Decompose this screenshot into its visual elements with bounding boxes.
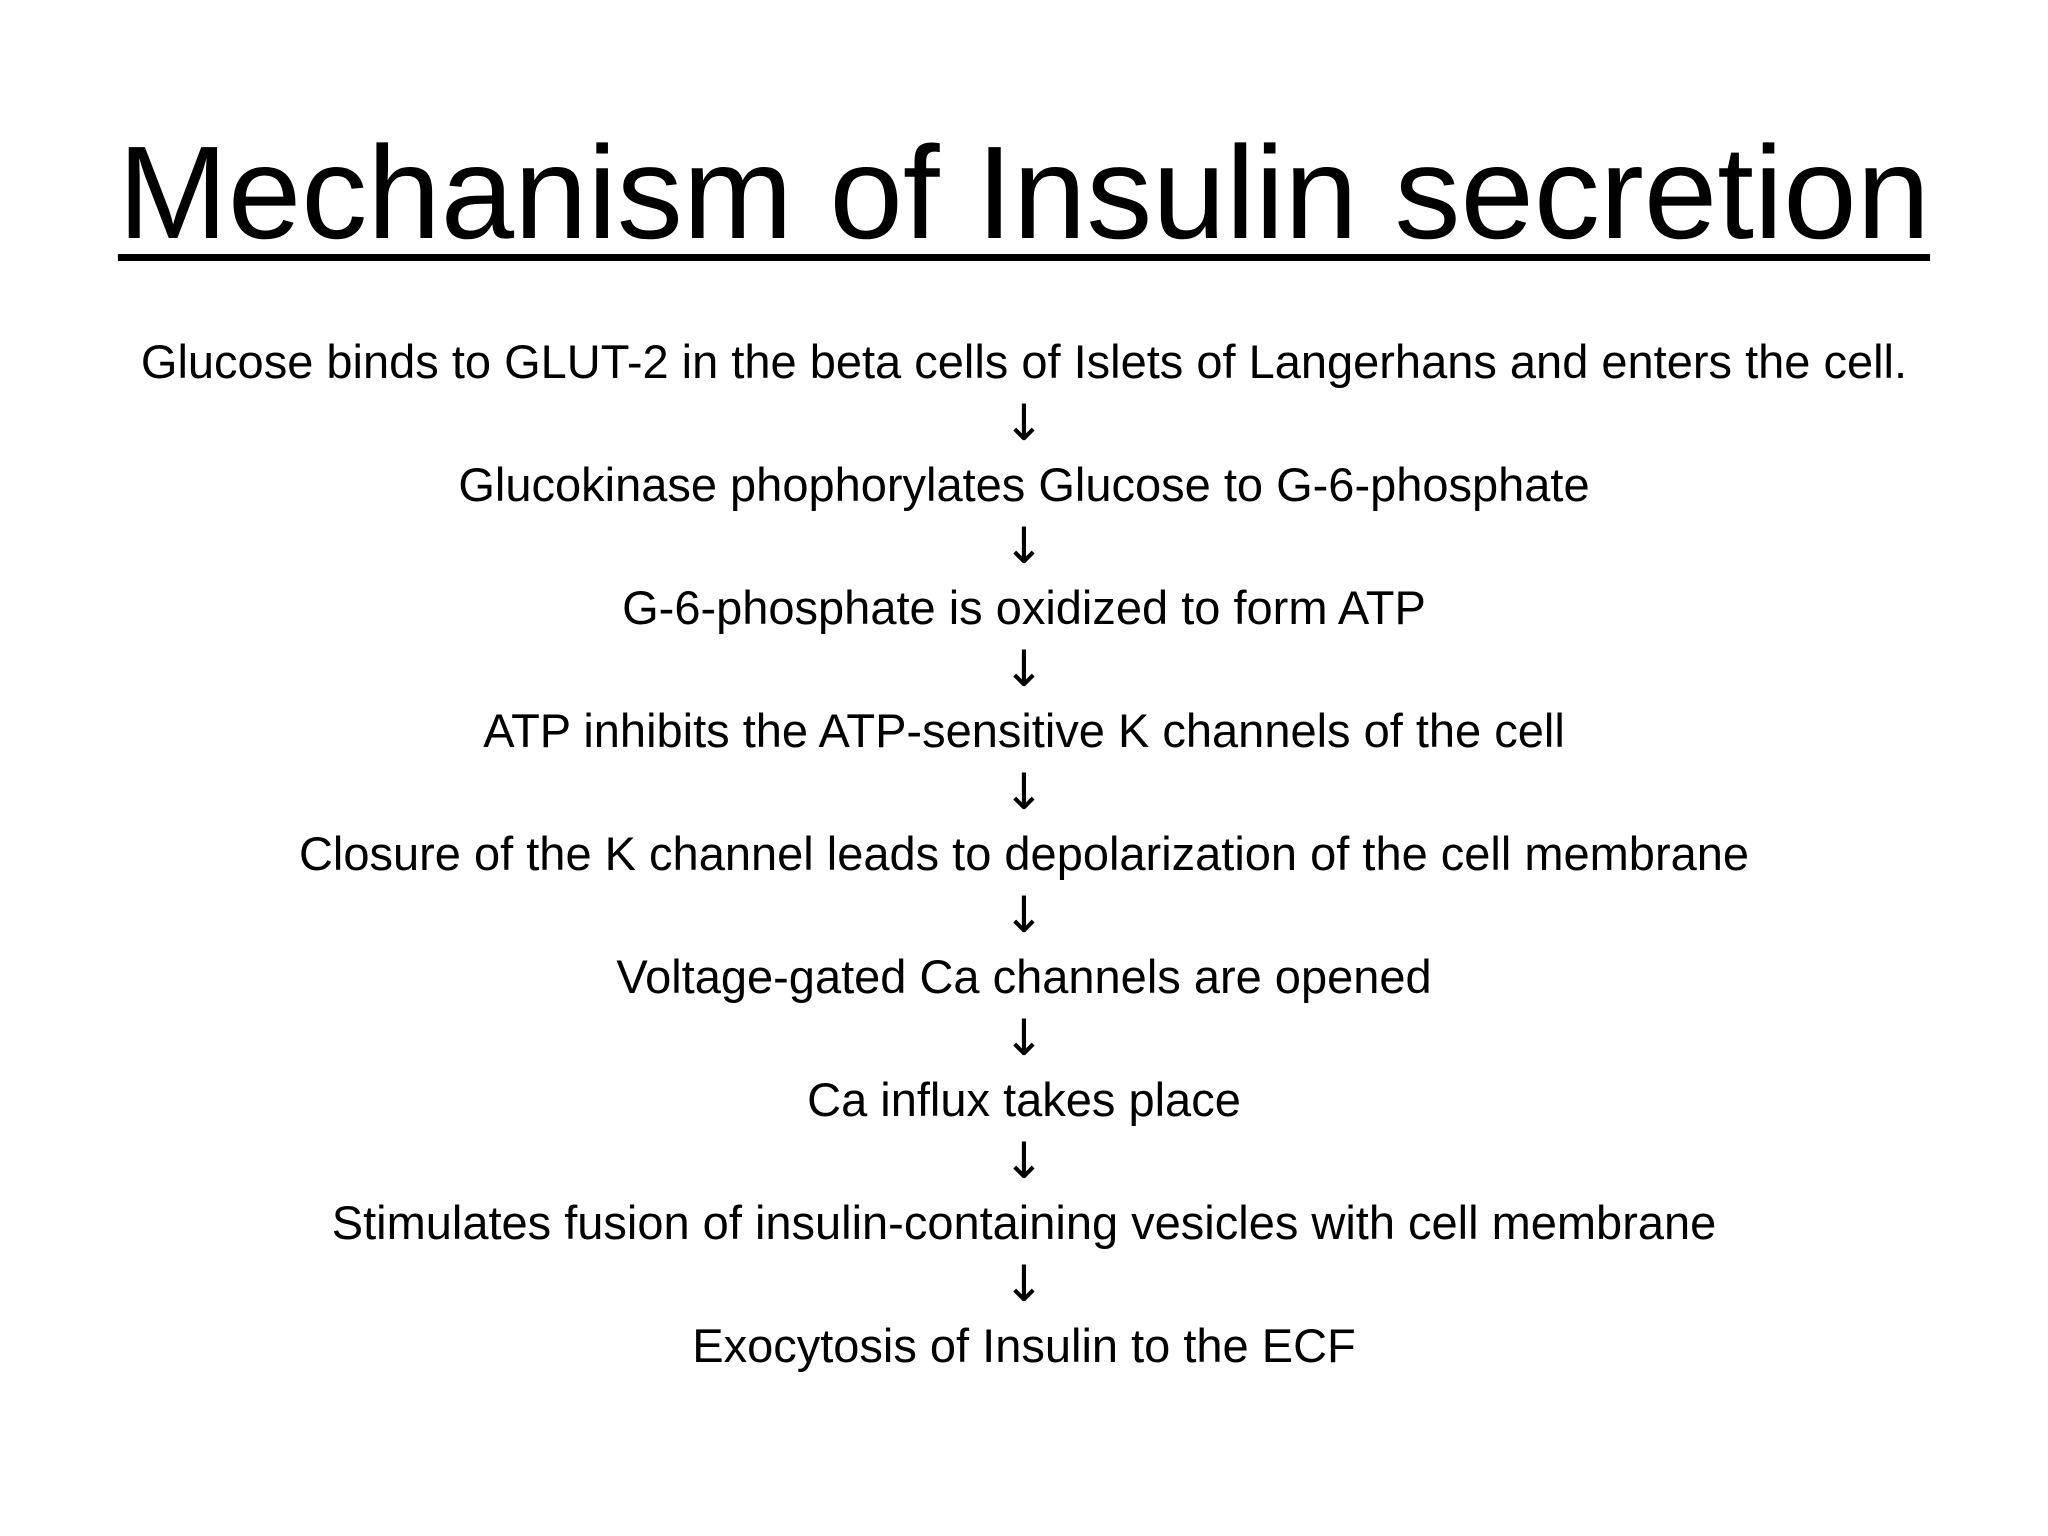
slide-title: Mechanism of Insulin secretion bbox=[117, 119, 1931, 266]
flow-step-6: Voltage-gated Ca channels are opened bbox=[616, 950, 1432, 1003]
flow-step-1: Glucose binds to GLUT-2 in the beta cell… bbox=[140, 335, 1908, 388]
down-arrow-icon: ↓ bbox=[1003, 886, 1045, 944]
flow-step-5: Closure of the K channel leads to depola… bbox=[298, 827, 1750, 880]
down-arrow-icon: ↓ bbox=[1003, 1132, 1045, 1190]
down-arrow-icon: ↓ bbox=[1003, 1255, 1045, 1313]
down-arrow-icon: ↓ bbox=[1003, 517, 1045, 575]
down-arrow-icon: ↓ bbox=[1003, 394, 1045, 452]
flow-step-7: Ca influx takes place bbox=[807, 1073, 1241, 1126]
flowchart: Glucose binds to GLUT-2 in the beta cell… bbox=[110, 335, 1938, 1372]
down-arrow-icon: ↓ bbox=[1003, 1009, 1045, 1067]
flow-step-9: Exocytosis of Insulin to the ECF bbox=[692, 1319, 1356, 1372]
flow-step-4: ATP inhibits the ATP-sensitive K channel… bbox=[483, 704, 1565, 757]
down-arrow-icon: ↓ bbox=[1003, 763, 1045, 821]
down-arrow-icon: ↓ bbox=[1003, 640, 1045, 698]
flow-step-8: Stimulates fusion of insulin-containing … bbox=[331, 1196, 1717, 1249]
flow-step-2: Glucokinase phophorylates Glucose to G-6… bbox=[458, 458, 1590, 511]
flow-step-3: G-6-phosphate is oxidized to form ATP bbox=[622, 581, 1426, 634]
